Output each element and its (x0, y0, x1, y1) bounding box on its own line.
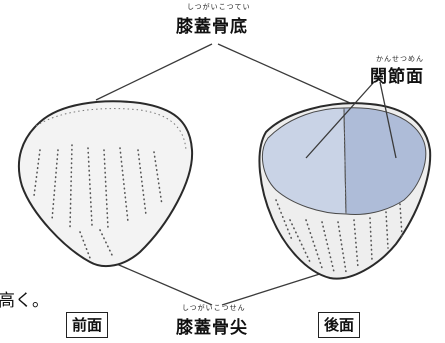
base-leader-left (95, 43, 213, 101)
back-view-label: 後面 (318, 312, 361, 338)
patella-front-outline (17, 100, 194, 268)
base-leader-right (217, 43, 351, 104)
apex-leader-right (221, 271, 327, 306)
articular-surface-lateral (261, 107, 347, 215)
patella-front-texture (33, 144, 163, 259)
articular-ridge (343, 107, 347, 215)
text-fragment: 高く。 (0, 291, 49, 311)
articular-label: 関節面 (370, 67, 424, 87)
apex-ruby: しつがいこつせん (182, 304, 246, 312)
articular-surface-medial (343, 107, 427, 215)
articular-leader-1 (305, 81, 375, 159)
articular-ruby: かんせつめん (376, 55, 424, 63)
patella-back-texture (275, 199, 403, 273)
articular-leader-2 (379, 81, 397, 159)
apex-label: 膝蓋骨尖 (176, 318, 248, 338)
apex-leader-left (111, 261, 213, 306)
base-ruby: しつがいこつてい (187, 3, 251, 11)
base-label: 膝蓋骨底 (176, 17, 248, 37)
patella-back-view (258, 102, 432, 280)
patella-front-view (17, 100, 194, 268)
front-view-label: 前面 (66, 312, 109, 338)
